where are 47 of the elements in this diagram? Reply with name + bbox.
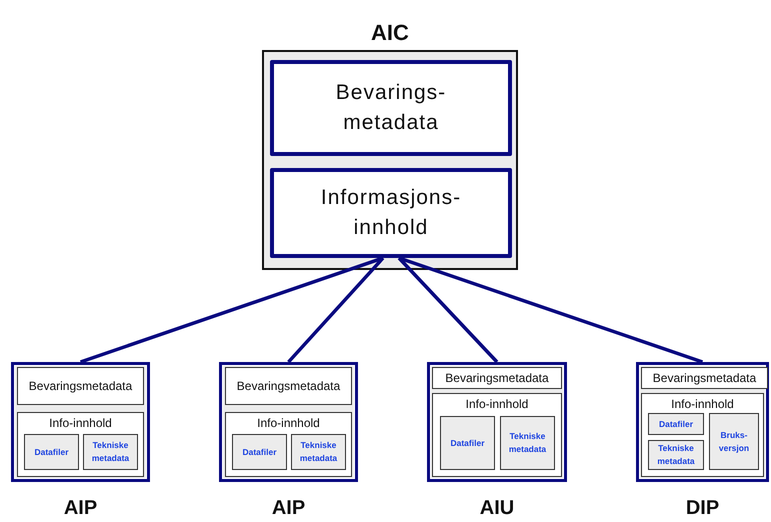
item-label: Datafiler	[658, 418, 693, 430]
box-label: Bevaringsmetadata	[236, 379, 340, 393]
connector-line	[398, 256, 498, 364]
item-box	[500, 416, 555, 470]
metadata-box	[432, 367, 562, 389]
content-box	[17, 412, 144, 477]
item-box	[648, 413, 704, 435]
group-label: Info-innhold	[48, 416, 113, 430]
item-label: Tekniske metadata	[298, 439, 338, 465]
item-label: Tekniske metadata	[656, 442, 696, 468]
connector-line	[398, 256, 704, 364]
group-label: Info-innhold	[256, 416, 321, 430]
section-box	[270, 60, 512, 156]
item-box	[291, 434, 346, 470]
item-box	[232, 434, 287, 470]
item-label: Bruks- versjon	[718, 428, 750, 454]
content-box	[432, 393, 562, 477]
item-label: Datafiler	[450, 436, 484, 450]
item-box	[440, 416, 495, 470]
package-label: AIP	[270, 497, 306, 520]
metadata-box	[225, 367, 352, 405]
metadata-box	[641, 367, 768, 389]
section-box	[270, 168, 512, 258]
item-box	[83, 434, 138, 470]
box-label: Bevaringsmetadata	[445, 371, 549, 385]
group-label: Info-innhold	[464, 397, 530, 411]
item-box	[648, 440, 704, 470]
connector-line	[80, 256, 384, 364]
package-label: AIU	[478, 497, 516, 520]
item-label: Tekniske metadata	[508, 430, 548, 456]
content-box	[225, 412, 352, 477]
box-label: Bevaringsmetadata	[652, 371, 756, 385]
package-label: AIP	[62, 497, 98, 520]
item-label: Datafiler	[34, 446, 68, 458]
diagram-heading: AIC	[370, 20, 410, 46]
item-box	[709, 413, 759, 470]
metadata-box	[17, 367, 144, 405]
connector-line	[287, 256, 384, 364]
group-label: Info-innhold	[670, 397, 735, 411]
item-label: Tekniske metadata	[90, 439, 130, 465]
package-label: DIP	[684, 497, 720, 520]
item-box	[24, 434, 79, 470]
item-label: Datafiler	[242, 446, 276, 458]
box-label: Bevaringsmetadata	[28, 379, 132, 393]
content-box	[641, 393, 764, 477]
box-label: Informasjons- innhold	[320, 184, 462, 241]
box-label: Bevarings- metadata	[334, 80, 448, 136]
